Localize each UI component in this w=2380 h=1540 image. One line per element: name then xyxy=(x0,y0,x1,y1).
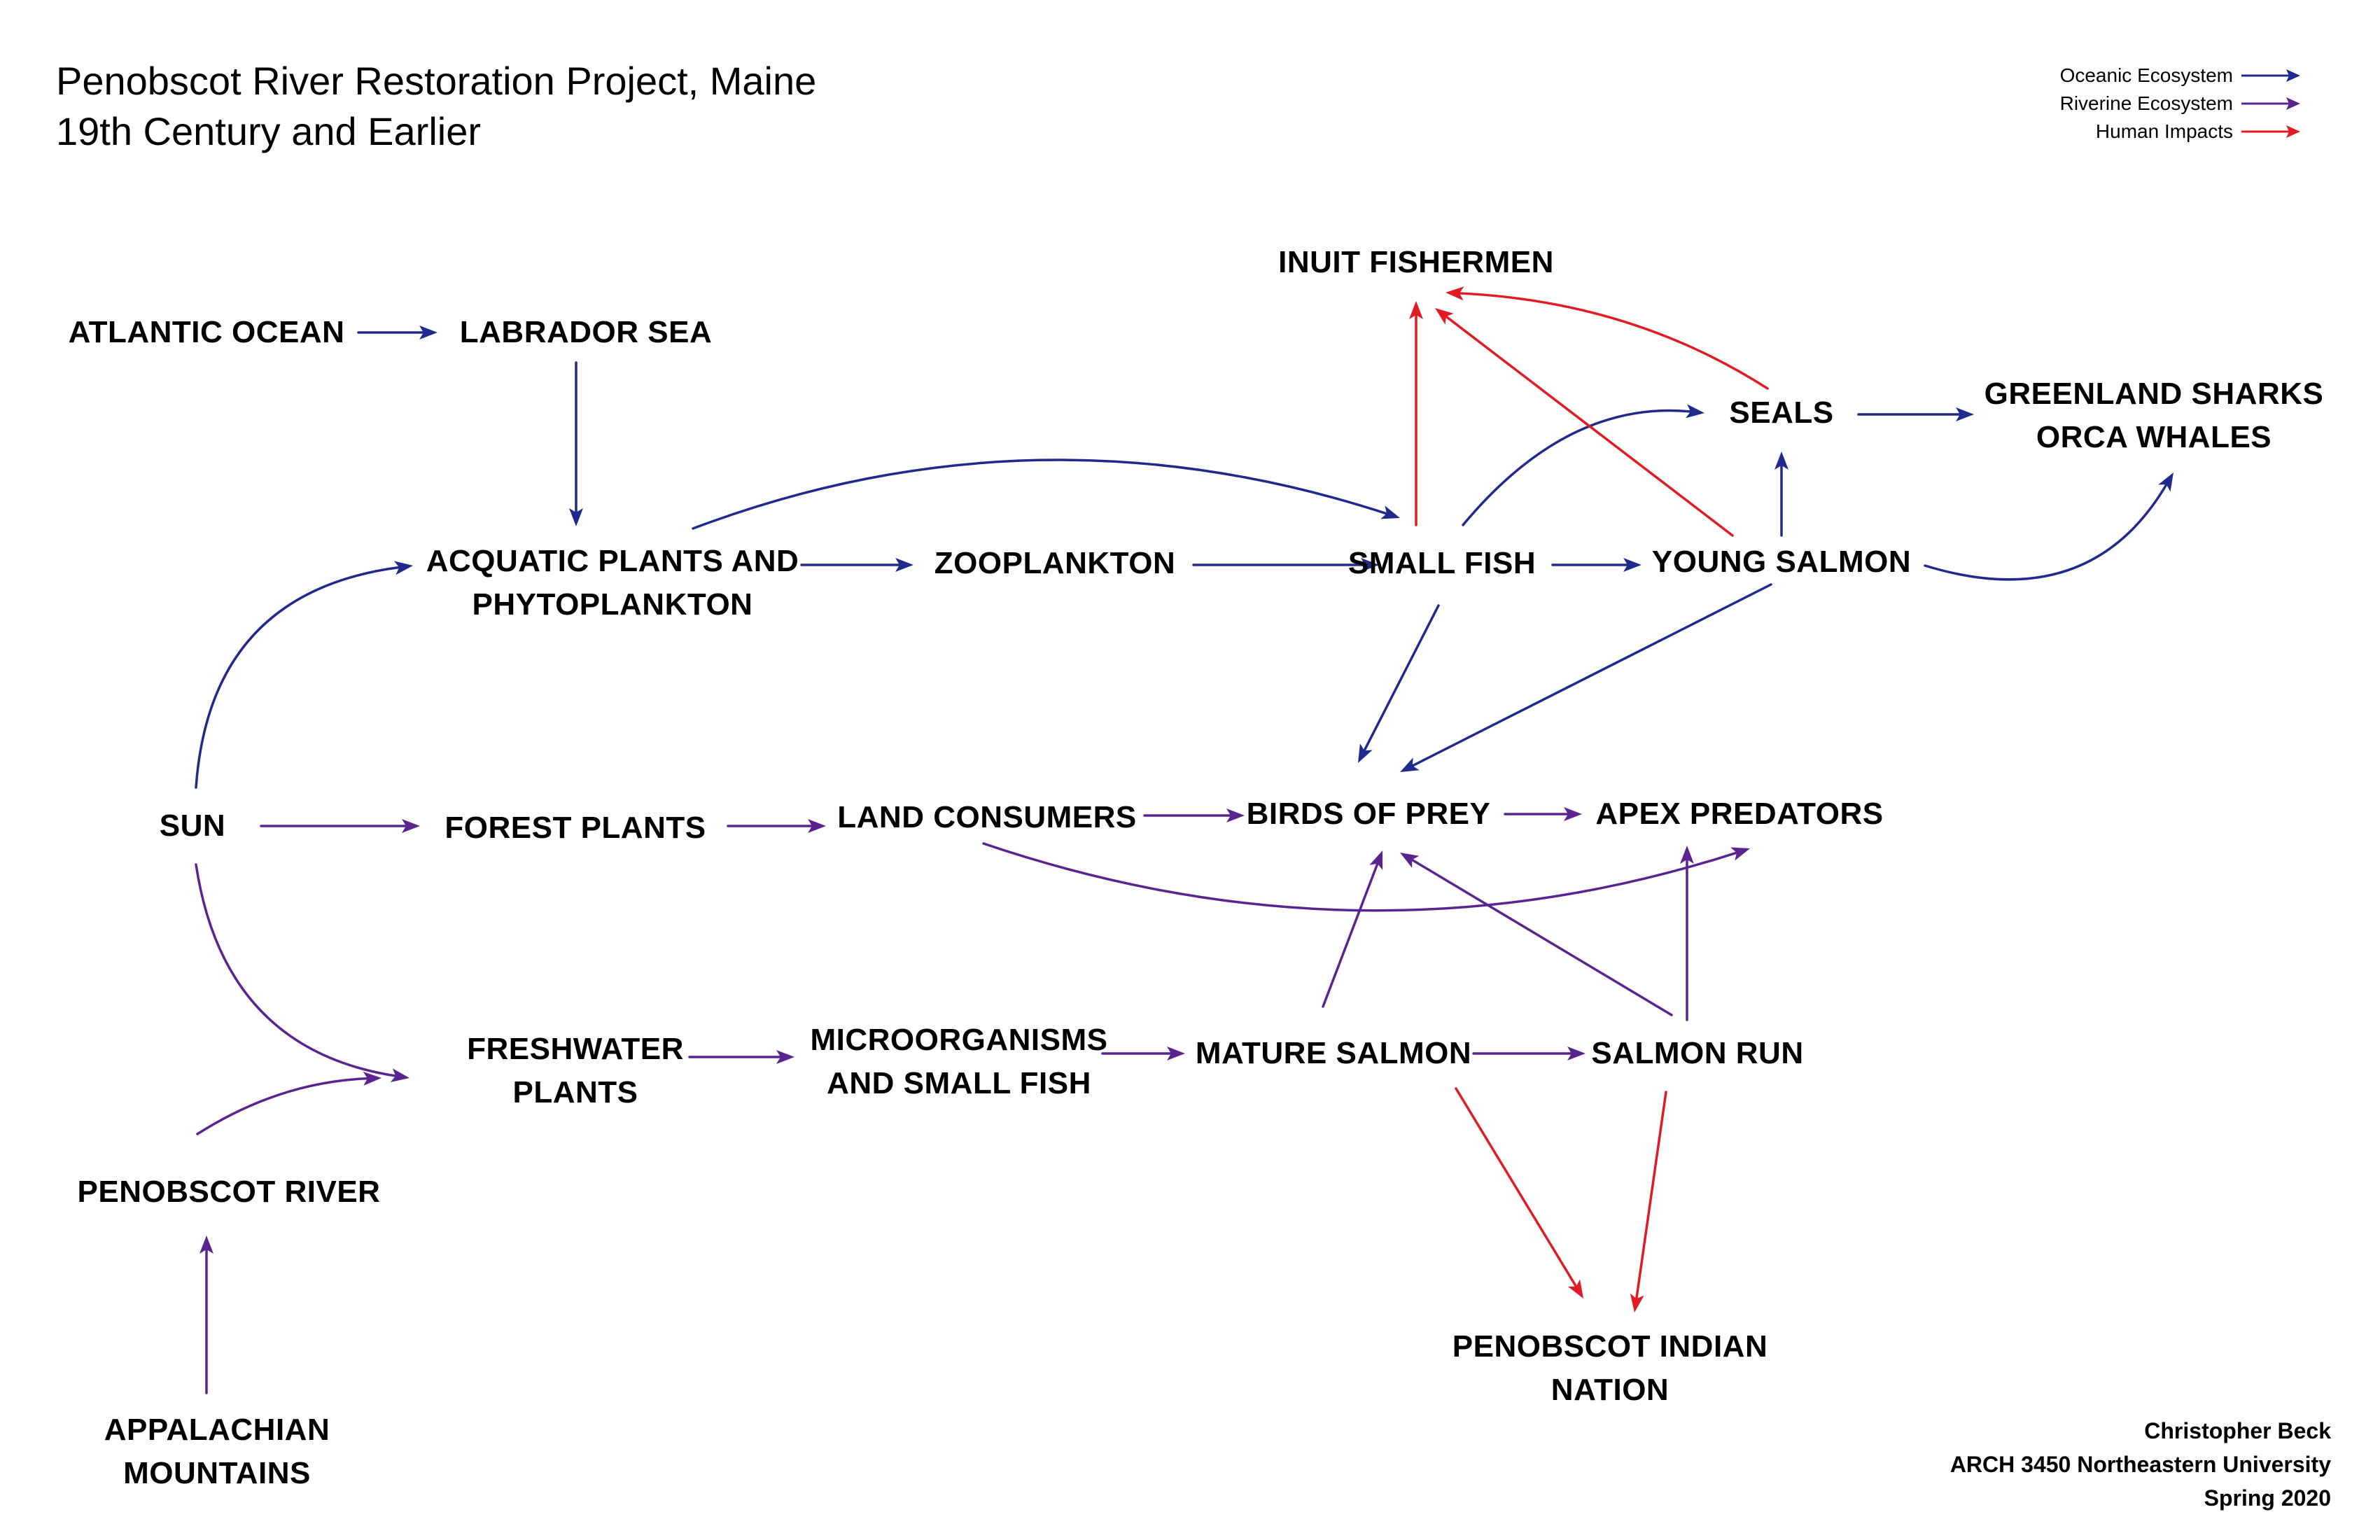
node-salmon-run: SALMON RUN xyxy=(1591,1032,1803,1075)
legend-item-riverine: Riverine Ecosystem xyxy=(1813,90,2303,118)
node-apex-predators: APEX PREDATORS xyxy=(1595,792,1883,836)
arrow-forest-plants-to-land-consumers xyxy=(727,819,826,833)
node-microorganisms: MICROORGANISMS AND SMALL FISH xyxy=(811,1018,1108,1105)
arrow-seals-to-inuit-fishermen xyxy=(1446,286,1769,390)
node-label-line: PENOBSCOT INDIAN xyxy=(1452,1329,1768,1364)
arrow-sun-to-aquatic-plants xyxy=(195,561,413,789)
node-label-line: NATION xyxy=(1550,1373,1670,1407)
arrow-young-salmon-to-birds-of-prey xyxy=(1400,583,1772,772)
node-label-line: ACQUATIC PLANTS AND xyxy=(426,544,799,578)
node-label-line: SMALL FISH xyxy=(1348,546,1536,580)
node-label-line: YOUNG SALMON xyxy=(1651,545,1912,579)
node-label-line: APPALACHIAN xyxy=(104,1413,330,1447)
arrow-appalachian-mountains-to-penobscot-river xyxy=(200,1236,214,1394)
node-label-line: MATURE SALMON xyxy=(1195,1036,1472,1070)
arrow-small-fish-to-seals xyxy=(1462,404,1704,526)
node-freshwater-plants: FRESHWATER PLANTS xyxy=(467,1028,684,1114)
arrow-small-fish-to-young-salmon xyxy=(1551,558,1642,572)
node-greenland-sharks: GREENLAND SHARKS ORCA WHALES xyxy=(1984,372,2324,459)
node-label-line: ZOOPLANKTON xyxy=(934,546,1176,580)
node-aquatic-plants: ACQUATIC PLANTS AND PHYTOPLANKTON xyxy=(426,540,799,626)
arrow-microorganisms-to-mature-salmon xyxy=(1101,1046,1185,1060)
node-label-line: ATLANTIC OCEAN xyxy=(68,315,345,349)
node-young-salmon: YOUNG SALMON xyxy=(1652,540,1911,584)
node-label-line: APEX PREDATORS xyxy=(1595,797,1884,831)
arrow-labrador-sea-to-aquatic-plants xyxy=(569,361,583,526)
diagram-title: Penobscot River Restoration Project, Mai… xyxy=(56,59,817,103)
node-land-consumers: LAND CONSUMERS xyxy=(837,796,1136,839)
node-inuit-fishermen: INUIT FISHERMEN xyxy=(1278,241,1554,284)
node-label-line: FRESHWATER xyxy=(467,1032,684,1066)
arrow-salmon-run-to-penobscot-nation xyxy=(1630,1091,1667,1312)
legend-item-human: Human Impacts xyxy=(1813,118,2303,146)
node-sun: SUN xyxy=(160,804,225,848)
legend-arrow-icon xyxy=(2241,69,2300,82)
arrow-salmon-run-to-apex-predators xyxy=(1680,846,1694,1021)
node-label-line: BIRDS OF PREY xyxy=(1246,797,1491,831)
node-label-line: MOUNTAINS xyxy=(123,1456,311,1490)
arrow-penobscot-river-to-freshwater-plants xyxy=(196,1071,382,1135)
node-birds-of-prey: BIRDS OF PREY xyxy=(1247,792,1491,836)
node-label-line: AND SMALL FISH xyxy=(827,1066,1091,1100)
arrow-young-salmon-to-inuit-fishermen xyxy=(1435,308,1734,537)
credit-course: ARCH 3450 Northeastern University xyxy=(1949,1452,2331,1477)
credit-author: Christopher Beck xyxy=(2144,1418,2331,1443)
author-credit: Christopher Beck ARCH 3450 Northeastern … xyxy=(1950,1414,2331,1515)
node-label-line: PENOBSCOT RIVER xyxy=(77,1175,381,1209)
arrow-freshwater-plants-to-microorganisms xyxy=(688,1050,794,1064)
node-label-line: PLANTS xyxy=(512,1075,638,1110)
node-penobscot-nation: PENOBSCOT INDIAN NATION xyxy=(1452,1325,1768,1412)
node-label-line: MICROORGANISMS xyxy=(810,1023,1108,1057)
legend-arrow-icon xyxy=(2241,125,2300,138)
arrow-land-consumers-to-birds-of-prey xyxy=(1143,808,1245,822)
credit-term: Spring 2020 xyxy=(2204,1485,2331,1511)
arrow-zooplankton-to-small-fish xyxy=(1192,558,1379,572)
arrow-aquatic-plants-to-small-fish xyxy=(692,458,1400,530)
arrow-atlantic-ocean-to-labrador-sea xyxy=(357,326,438,340)
node-label-line: GREENLAND SHARKS xyxy=(1984,377,2324,411)
legend-label: Human Impacts xyxy=(2095,120,2233,142)
arrow-mature-salmon-to-birds-of-prey xyxy=(1322,850,1383,1008)
arrow-young-salmon-to-greenland-sharks xyxy=(1924,472,2174,581)
legend-arrow-icon xyxy=(2241,97,2300,110)
arrow-land-consumers-to-apex-predators xyxy=(982,842,1750,912)
node-labrador-sea: LABRADOR SEA xyxy=(460,311,712,354)
node-label-line: SEALS xyxy=(1729,396,1834,430)
node-label-line: SUN xyxy=(159,808,226,843)
diagram-subtitle: 19th Century and Earlier xyxy=(56,109,482,153)
node-atlantic-ocean: ATLANTIC OCEAN xyxy=(69,311,345,354)
arrow-aquatic-plants-to-zooplankton xyxy=(800,558,913,572)
arrow-birds-of-prey-to-apex-predators xyxy=(1504,807,1582,821)
arrow-small-fish-to-birds-of-prey xyxy=(1358,604,1440,763)
arrow-mature-salmon-to-penobscot-nation xyxy=(1455,1087,1583,1298)
node-forest-plants: FOREST PLANTS xyxy=(444,806,706,850)
legend-item-oceanic: Oceanic Ecosystem xyxy=(1813,62,2303,90)
arrow-young-salmon-to-seals xyxy=(1774,451,1788,537)
node-zooplankton: ZOOPLANKTON xyxy=(934,542,1175,585)
node-penobscot-river: PENOBSCOT RIVER xyxy=(78,1170,381,1214)
node-label-line: PHYTOPLANKTON xyxy=(472,587,753,622)
arrow-sun-to-forest-plants xyxy=(260,819,420,833)
legend-label: Riverine Ecosystem xyxy=(2059,92,2233,114)
node-seals: SEALS xyxy=(1729,391,1833,435)
node-label-line: SALMON RUN xyxy=(1591,1036,1804,1070)
node-label-line: LABRADOR SEA xyxy=(459,315,713,349)
legend-label: Oceanic Ecosystem xyxy=(2059,64,2233,86)
arrow-seals-to-greenland-sharks xyxy=(1857,407,1974,421)
node-mature-salmon: MATURE SALMON xyxy=(1196,1032,1471,1075)
arrow-mature-salmon-to-salmon-run xyxy=(1472,1046,1586,1060)
node-label-line: LAND CONSUMERS xyxy=(837,800,1137,834)
node-small-fish: SMALL FISH xyxy=(1348,542,1536,585)
node-appalachian-mountains: APPALACHIAN MOUNTAINS xyxy=(104,1408,330,1495)
arrow-sun-to-freshwater-plants xyxy=(195,863,410,1082)
node-label-line: ORCA WHALES xyxy=(2036,420,2272,454)
arrow-salmon-run-to-birds-of-prey xyxy=(1400,853,1673,1016)
node-label-line: FOREST PLANTS xyxy=(444,811,706,845)
node-label-line: INUIT FISHERMEN xyxy=(1278,245,1554,279)
arrow-small-fish-to-inuit-fishermen xyxy=(1409,301,1423,526)
